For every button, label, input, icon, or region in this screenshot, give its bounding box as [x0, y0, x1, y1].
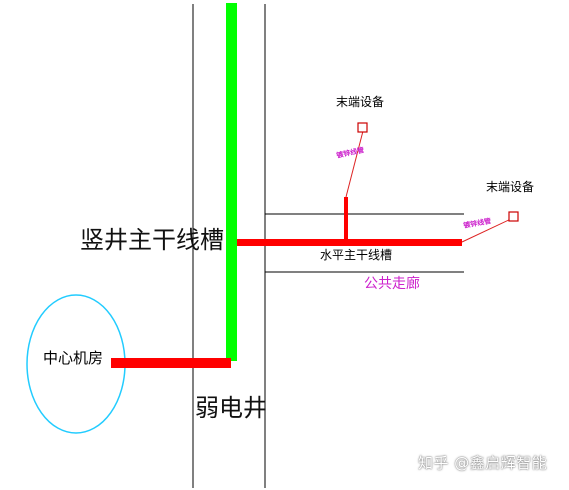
vertical-trunk-tray [226, 3, 237, 361]
branch-riser [344, 197, 348, 243]
branch-conduit-2 [461, 217, 514, 243]
public-corridor-label: 公共走廊 [364, 276, 420, 292]
terminal-device-2 [508, 211, 519, 222]
terminal-device-1 [357, 122, 368, 133]
horizontal-trunk-tray [237, 239, 462, 246]
terminal-device-1-label: 末端设备 [336, 95, 385, 109]
center-room-feed [111, 358, 231, 368]
weak-shaft-label: 弱电井 [195, 394, 267, 422]
horizontal-trunk-label: 水平主干线槽 [320, 248, 393, 262]
watermark: 知乎 @鑫启辉智能 [418, 454, 548, 472]
center-room-label: 中心机房 [43, 349, 104, 367]
terminal-device-2-label: 末端设备 [486, 180, 535, 194]
vertical-trunk-label: 竖井主干线槽 [80, 226, 224, 254]
branch-conduit-1 [345, 130, 364, 198]
